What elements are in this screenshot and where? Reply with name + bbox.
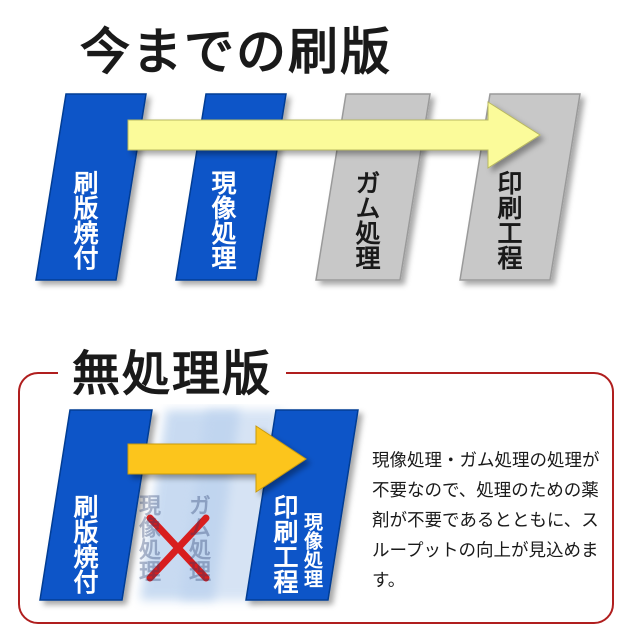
step-label-plate-exposure-bottom: 刷版焼付 bbox=[70, 494, 99, 594]
step-label-development: 現像処理 bbox=[208, 170, 237, 270]
step-shape-plate-exposure bbox=[35, 93, 147, 281]
diagram-title-bottom: 無処理版 bbox=[58, 334, 287, 404]
step-shape-plate-exposure-bottom bbox=[39, 409, 153, 601]
diagram-title-top: 今までの刷版 bbox=[80, 23, 392, 81]
step-label-printing: 印刷工程 bbox=[494, 170, 523, 270]
description-text: 現像処理・ガム処理の処理が不要なので、処理のための薬剤が不要であるとともに、スル… bbox=[372, 451, 600, 591]
step-label-printing-bottom: 印刷工程 bbox=[270, 494, 299, 594]
step-label-gumming-removed: ガム処理 bbox=[185, 494, 210, 582]
cross-mark-icon bbox=[146, 514, 210, 582]
flow-arrow-top bbox=[127, 101, 541, 169]
flow-arrow-bottom bbox=[127, 425, 307, 493]
step-label-gumming: ガム処理 bbox=[352, 170, 381, 270]
step-label-plate-exposure: 刷版焼付 bbox=[70, 170, 99, 270]
step-label-development-sub: 現像処理 bbox=[301, 512, 323, 588]
step-label-development-removed: 現像処理 bbox=[135, 494, 160, 582]
